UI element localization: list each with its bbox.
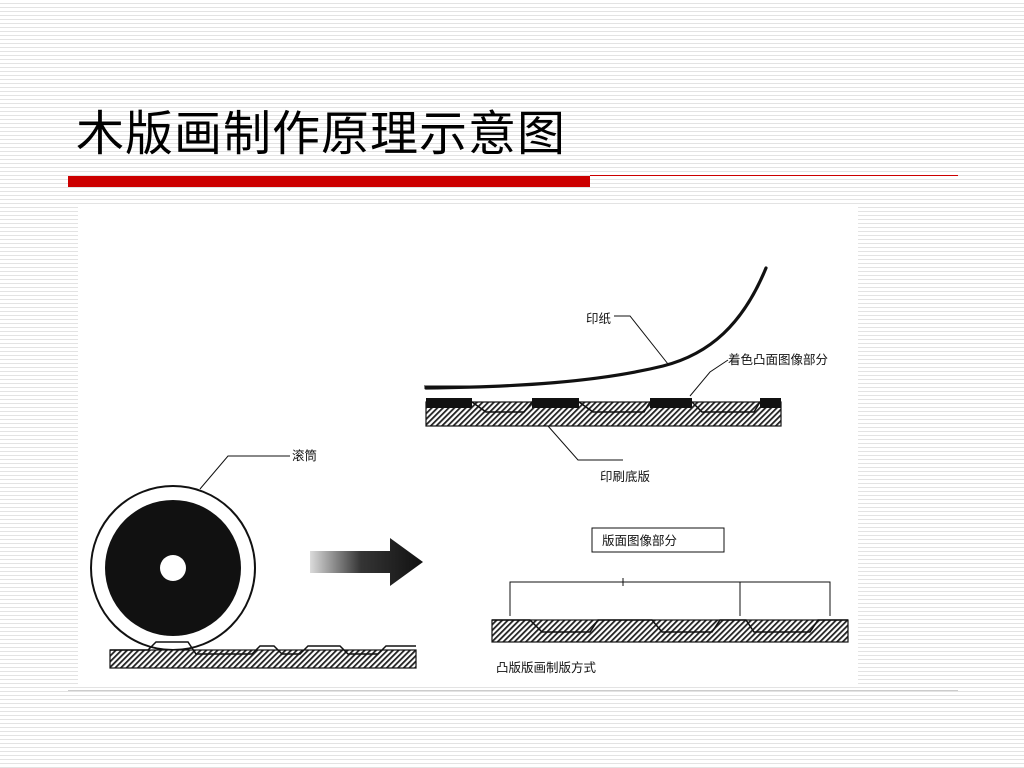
footer-divider (68, 690, 958, 691)
image-part-label: 版面图像部分 (602, 533, 677, 548)
roller-leader-line (199, 455, 290, 490)
method-label: 凸版版画制版方式 (496, 660, 597, 675)
printing-paper (424, 266, 768, 390)
roller (90, 485, 256, 651)
base-plate-relief-profile (426, 401, 781, 413)
title-underline-thin (590, 175, 958, 176)
inked-relief-block (426, 398, 472, 408)
roller-block-body (109, 649, 417, 669)
image-part-label-box (591, 527, 725, 553)
inked-relief-label: 着色凸面图像部分 (728, 352, 828, 367)
inked-relief-block (532, 398, 579, 408)
base-plate-label: 印刷底版 (600, 469, 651, 484)
relief-block-body (491, 619, 849, 643)
image-part-bracket (509, 581, 831, 616)
relief-block-profile (492, 619, 848, 633)
roller-axle (160, 555, 186, 581)
diagram-canvas: 印纸 着色凸面图像部分 印刷底版 滚筒 版面图像部分 凸版版画制版方式 (90, 266, 849, 675)
printing-plate-group (425, 398, 782, 427)
base-plate-leader-line (547, 425, 623, 461)
woodcut-diagram: 印纸 着色凸面图像部分 印刷底版 滚筒 版面图像部分 凸版版画制版方式 (78, 206, 858, 684)
inked-relief-leader-line (689, 359, 729, 397)
roller-label: 滚筒 (292, 448, 317, 463)
relief-block (491, 619, 849, 643)
paper-leader-line (614, 315, 669, 365)
slide-title: 木版画制作原理示意图 (76, 106, 567, 162)
base-plate-body (425, 401, 782, 427)
roller-block (109, 641, 417, 669)
title-underline-bar (68, 176, 590, 187)
inked-relief-block (760, 398, 781, 408)
roller-block-profile (110, 641, 416, 655)
paper-label: 印纸 (586, 311, 612, 326)
process-arrow (310, 538, 423, 586)
inked-relief-block (650, 398, 692, 408)
